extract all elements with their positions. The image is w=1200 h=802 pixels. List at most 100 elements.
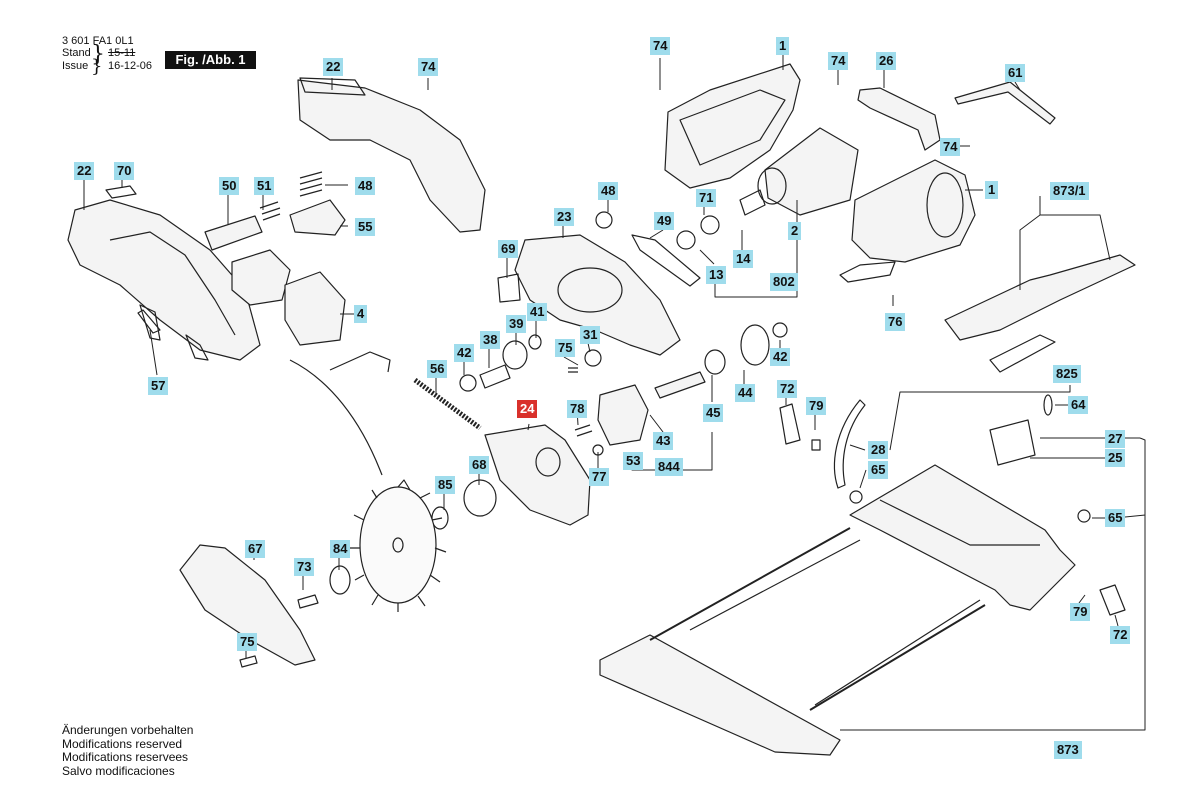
guide-rail-lower-part: [989, 334, 1056, 373]
figure-badge: Fig. /Abb. 1: [165, 51, 256, 69]
guide-rail-part: [944, 254, 1136, 341]
pin-64-part: [1043, 394, 1053, 416]
spring-57-part: [137, 309, 161, 334]
callout-label-51: 51: [254, 177, 275, 195]
callout-label-72: 72: [1110, 626, 1131, 644]
saw-blade-part: [350, 479, 447, 612]
knob-72b-part: [1099, 584, 1126, 616]
gear-housing-part: [514, 234, 681, 356]
callout-label-72: 72: [777, 380, 798, 398]
callout-label-74: 74: [650, 37, 671, 55]
callout-label-48: 48: [598, 182, 619, 200]
knob-72-part: [779, 403, 801, 445]
callout-label-22: 22: [323, 58, 344, 76]
callout-label-68: 68: [469, 456, 490, 474]
modification-notes: Änderungen vorbehalten Modifications res…: [62, 723, 193, 778]
hex-key-part: [954, 81, 1056, 125]
callout-label-43: 43: [653, 432, 674, 450]
callout-label-65: 65: [868, 461, 889, 479]
callout-label-31: 31: [580, 326, 601, 344]
callout-label-74: 74: [418, 58, 439, 76]
knob-65-part: [849, 490, 863, 504]
callout-label-23: 23: [554, 208, 575, 226]
callout-label-65: 65: [1105, 509, 1126, 527]
document-number: 3 601 FA1 0L1: [62, 35, 134, 47]
callout-label-41: 41: [527, 303, 548, 321]
lower-guard-part: [484, 424, 591, 526]
callout-label-53: 53: [623, 452, 644, 470]
note-line-fr: Modifications reservees: [62, 750, 189, 764]
callout-label-64: 64: [1068, 396, 1089, 414]
callout-label-71: 71: [696, 189, 717, 207]
issue-value: 16-12-06: [108, 60, 153, 72]
handle-part: [67, 199, 261, 361]
screw-79-part: [811, 439, 821, 451]
callout-label-44: 44: [735, 384, 756, 402]
callout-label-28: 28: [868, 441, 889, 459]
callout-label-79: 79: [806, 397, 827, 415]
slider-part: [289, 199, 346, 236]
callout-label-85: 85: [435, 476, 456, 494]
callout-label-70: 70: [114, 162, 135, 180]
callout-label-22: 22: [74, 162, 95, 180]
callout-label-84: 84: [330, 540, 351, 558]
callout-label-27: 27: [1105, 430, 1126, 448]
callout-label-73: 73: [294, 558, 315, 576]
callout-label-825: 825: [1053, 365, 1081, 383]
callout-label-38: 38: [480, 331, 501, 349]
callout-label-55: 55: [355, 218, 376, 236]
callout-label-13: 13: [706, 266, 727, 284]
callout-label-844: 844: [655, 458, 683, 476]
callout-label-67: 67: [245, 540, 266, 558]
callout-label-42: 42: [770, 348, 791, 366]
brace-glyph: }: [91, 42, 105, 67]
callout-label-77: 77: [589, 468, 610, 486]
callout-label-50: 50: [219, 177, 240, 195]
callout-label-78: 78: [567, 400, 588, 418]
callout-label-1: 1: [776, 37, 790, 55]
stand-value: 15-11: [108, 47, 136, 59]
callout-label-24: 24: [517, 400, 538, 418]
callout-label-26: 26: [876, 52, 897, 70]
base-plate-part: [849, 464, 1076, 611]
callout-label-61: 61: [1005, 64, 1026, 82]
arc-28-part: [833, 399, 866, 489]
callout-label-802: 802: [770, 273, 798, 291]
knob-65b-part: [1077, 509, 1091, 523]
callout-label-42: 42: [454, 344, 475, 362]
callout-label-74: 74: [940, 138, 961, 156]
note-line-en: Modifications reserved: [62, 736, 183, 751]
callout-label-79: 79: [1070, 603, 1091, 621]
callout-label-1: 1: [985, 181, 999, 199]
motor-housing-part: [664, 63, 801, 189]
callout-label-45: 45: [703, 404, 724, 422]
bracket-27-part: [989, 419, 1036, 466]
gear-train-parts: [459, 211, 788, 456]
callout-label-4: 4: [354, 305, 368, 323]
note-line-es: Salvo modificaciones: [62, 763, 175, 778]
callout-label-39: 39: [506, 315, 527, 333]
callout-label-14: 14: [733, 250, 754, 268]
stand-label: Stand: [62, 47, 91, 59]
motor-cover-part: [839, 159, 976, 283]
fence-part: [599, 527, 986, 756]
plate-69-part: [497, 273, 521, 303]
upper-guard-part: [297, 77, 486, 233]
issue-label: Issue: [62, 60, 89, 72]
armature-part: [700, 127, 859, 235]
brace-glyph-2: }: [91, 56, 103, 77]
blade-guard-part: [179, 544, 316, 666]
callout-label-25: 25: [1105, 449, 1126, 467]
callout-label-56: 56: [427, 360, 448, 378]
spring-48-part: [299, 171, 323, 197]
callout-label-49: 49: [654, 212, 675, 230]
callout-label-873-1: 873/1: [1050, 182, 1089, 200]
washer-84-part: [329, 565, 351, 595]
callout-label-2: 2: [788, 222, 802, 240]
long-spring-part: [413, 377, 482, 431]
screw-75-part: [239, 655, 258, 668]
switch-part: [231, 249, 391, 476]
plate-49-part: [631, 234, 701, 287]
